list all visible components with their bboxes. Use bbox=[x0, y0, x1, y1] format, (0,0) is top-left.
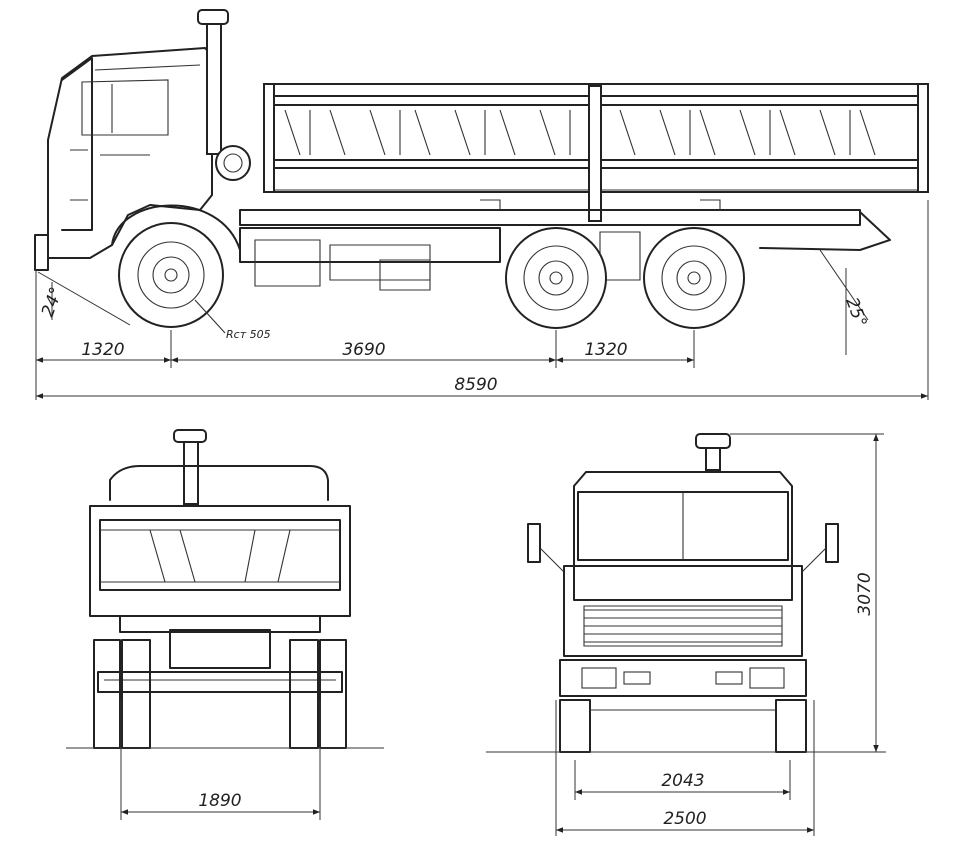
side-view: 24° 25° Rст 505 1320 3690 1320 8590 bbox=[34, 9, 929, 400]
cab-side bbox=[34, 9, 251, 271]
rear-view: 1890 bbox=[66, 429, 384, 820]
dump-body-side bbox=[263, 83, 929, 222]
front-view: 2043 2500 3070 bbox=[486, 433, 886, 836]
dim-front-overhang: 1320 bbox=[81, 340, 124, 360]
front-grille bbox=[583, 605, 783, 647]
dim-width: 2500 bbox=[663, 809, 706, 829]
dim-front-track: 2043 bbox=[661, 771, 704, 791]
dim-overall-length: 8590 bbox=[454, 375, 497, 395]
wheel-label: Rст 505 bbox=[226, 328, 271, 341]
dim-bogie: 1320 bbox=[584, 340, 627, 360]
dim-height: 3070 bbox=[855, 572, 875, 615]
rear-wheel-1-side bbox=[505, 227, 607, 329]
rear-wheel-2-side bbox=[643, 227, 745, 329]
angle-front-label: 24° bbox=[38, 285, 67, 320]
chassis-side bbox=[239, 199, 891, 291]
dim-rear-track: 1890 bbox=[198, 791, 241, 811]
dim-wheelbase: 3690 bbox=[342, 340, 385, 360]
front-wheel-side bbox=[118, 222, 224, 328]
